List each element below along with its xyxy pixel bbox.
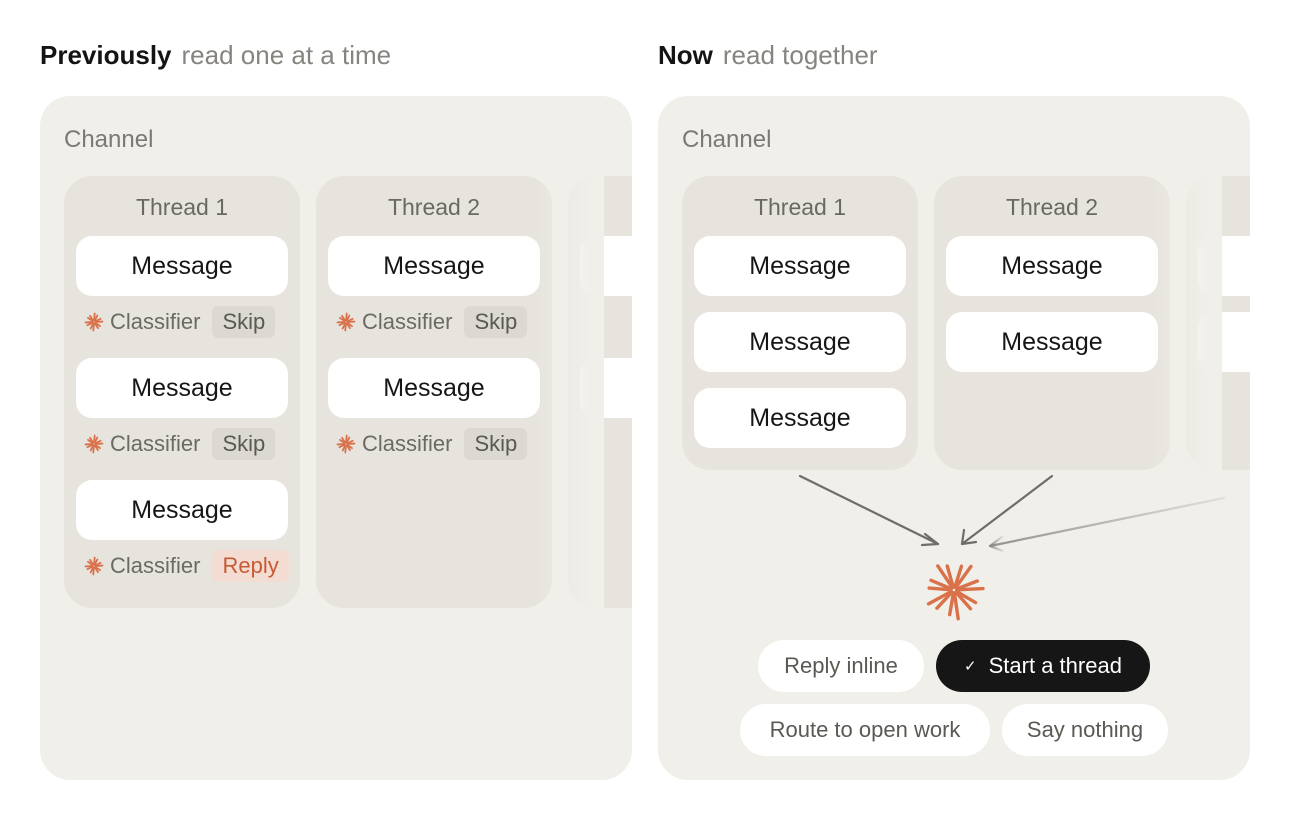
classifier-row: Classifier Skip <box>84 306 276 338</box>
thread-column-2: Thread 2 Message Classifier Skip Message… <box>316 176 552 608</box>
thread-title: Thread 1 <box>753 194 847 220</box>
classifier-row: Classifier Reply <box>84 550 289 582</box>
classifier-label: Classifier <box>362 431 453 456</box>
message-card: Message <box>328 358 540 418</box>
asterisk-burst-icon <box>84 556 104 576</box>
message-card: Message <box>694 312 906 372</box>
previously-subtitle: read one at a time <box>181 40 392 70</box>
skip-tag: Skip <box>464 306 528 338</box>
message-card: Message <box>76 236 288 296</box>
skip-tag: Skip <box>464 428 528 460</box>
asterisk-burst-icon <box>926 564 985 621</box>
message-card: Message <box>76 358 288 418</box>
message-card: Message <box>694 388 906 448</box>
classifier-label: Classifier <box>110 309 201 334</box>
reply-tag: Reply <box>212 550 289 582</box>
say-nothing-option[interactable]: Say nothing <box>1002 704 1168 756</box>
previously-title: Previously <box>40 40 172 70</box>
thread-column-2: Thread 2 Message Message <box>934 176 1170 470</box>
arrow-thread-1 <box>798 474 940 546</box>
classifier-label: Classifier <box>110 431 201 456</box>
previously-channel-panel: Channel Thread 1 Message Classifier Skip… <box>40 96 632 780</box>
thread-title: Thread 2 <box>387 194 481 220</box>
channel-label: Channel <box>682 126 772 153</box>
asterisk-burst-icon <box>84 434 104 454</box>
skip-tag: Skip <box>212 306 276 338</box>
classifier-row: Classifier Skip <box>84 428 276 460</box>
now-subtitle: read together <box>722 40 878 70</box>
classifier-label: Classifier <box>110 553 201 578</box>
now-channel-panel: Channel Thread 1 Message Message Message… <box>658 96 1250 780</box>
now-heading: Now read together <box>658 40 878 71</box>
classifier-label: Classifier <box>362 309 453 334</box>
thread-title: Thread 2 <box>1005 194 1099 220</box>
thread-column-1: Thread 1 Message Classifier Skip Message… <box>64 176 300 608</box>
check-icon: ✓ <box>964 658 977 675</box>
asterisk-burst-icon <box>336 434 356 454</box>
channel-label: Channel <box>64 126 154 153</box>
arrow-thread-2 <box>960 474 1054 546</box>
thread-column-1: Thread 1 Message Message Message <box>682 176 918 470</box>
previously-heading: Previously read one at a time <box>40 40 391 71</box>
fade-overlay <box>1152 176 1222 470</box>
start-thread-label: Start a thread <box>988 653 1122 678</box>
message-card: Message <box>694 236 906 296</box>
reply-inline-option[interactable]: Reply inline <box>758 640 924 692</box>
route-to-open-work-option[interactable]: Route to open work <box>740 704 990 756</box>
message-card: Message <box>76 480 288 540</box>
thread-title: Thread 1 <box>135 194 229 220</box>
fade-overlay <box>534 176 604 608</box>
message-card: Message <box>946 312 1158 372</box>
asterisk-burst-icon <box>84 312 104 332</box>
start-thread-option[interactable]: ✓ Start a thread <box>936 640 1150 692</box>
classifier-row: Classifier Skip <box>336 428 528 460</box>
message-card: Message <box>328 236 540 296</box>
skip-tag: Skip <box>212 428 276 460</box>
arrow-thread-partial <box>988 496 1226 548</box>
classifier-row: Classifier Skip <box>336 306 528 338</box>
message-card: Message <box>946 236 1158 296</box>
now-title: Now <box>658 40 713 70</box>
asterisk-burst-icon <box>336 312 356 332</box>
